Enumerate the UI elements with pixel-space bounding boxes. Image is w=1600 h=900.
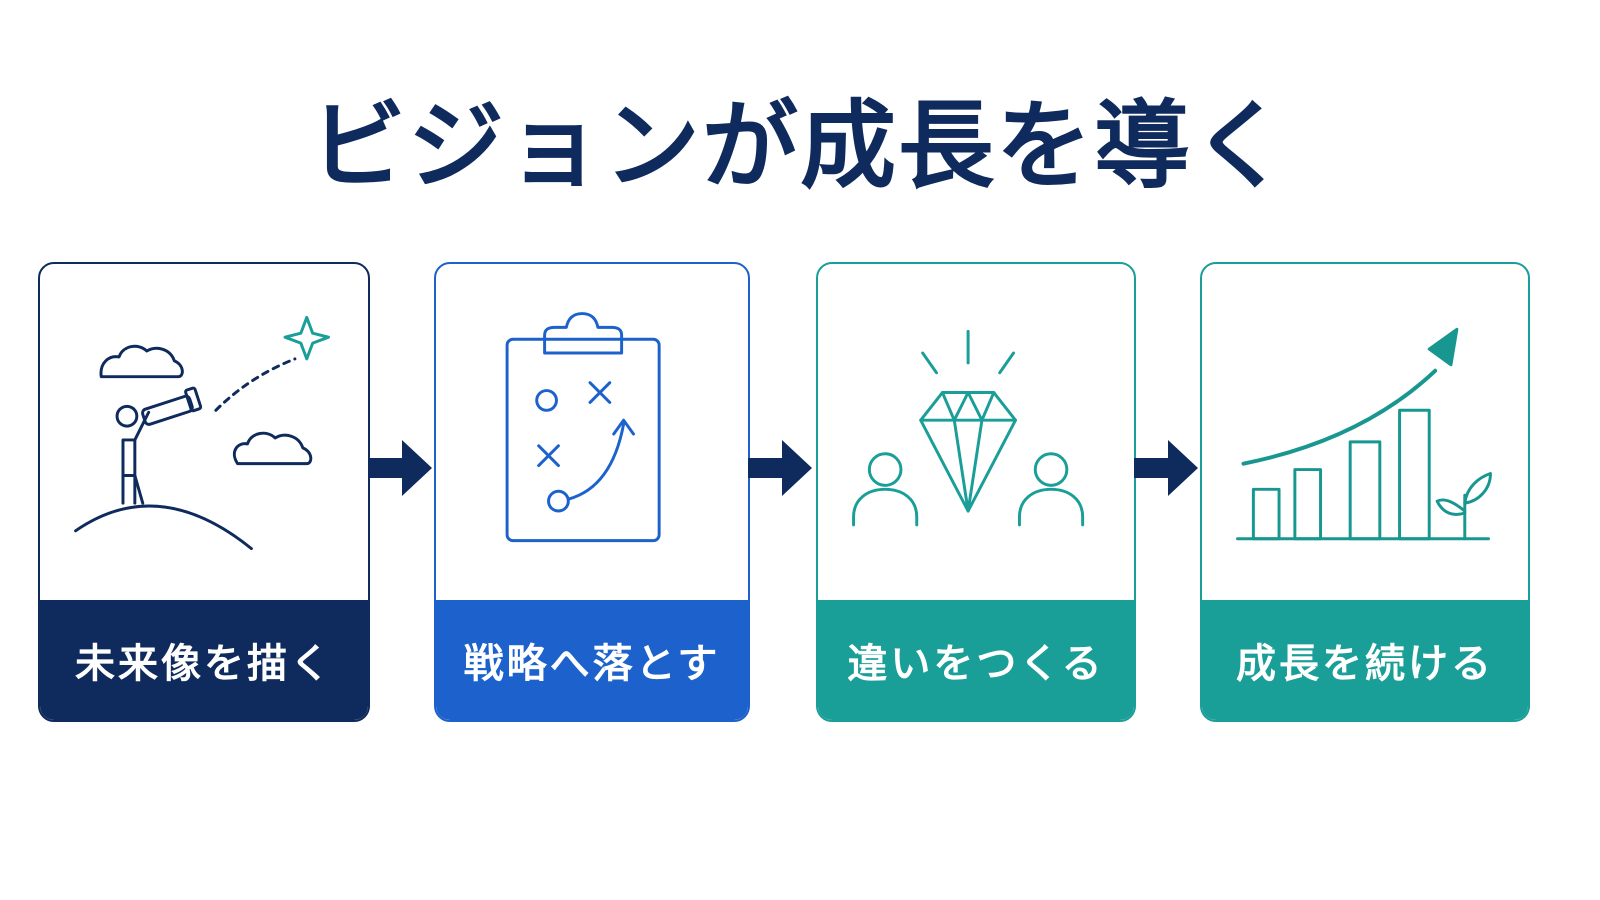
arrow-right-icon <box>1134 432 1198 504</box>
arrow-right-icon <box>748 432 812 504</box>
step-label: 成長を続ける <box>1202 600 1528 720</box>
step-keep-growing: 成長を続ける <box>1200 262 1530 722</box>
step-label: 未来像を描く <box>40 600 368 720</box>
clipboard-strategy-icon <box>436 264 748 604</box>
step-create-difference: 違いをつくる <box>816 262 1136 722</box>
telescope-icon <box>40 264 368 604</box>
step-label: 戦略へ落とす <box>436 600 748 720</box>
arrow-right-icon <box>368 432 432 504</box>
step-envision-future: 未来像を描く <box>38 262 370 722</box>
diamond-people-icon <box>818 264 1134 604</box>
step-translate-strategy: 戦略へ落とす <box>434 262 750 722</box>
page-title: ビジョンが成長を導く <box>310 90 1290 202</box>
growth-chart-icon <box>1202 264 1528 604</box>
step-label: 違いをつくる <box>818 600 1134 720</box>
